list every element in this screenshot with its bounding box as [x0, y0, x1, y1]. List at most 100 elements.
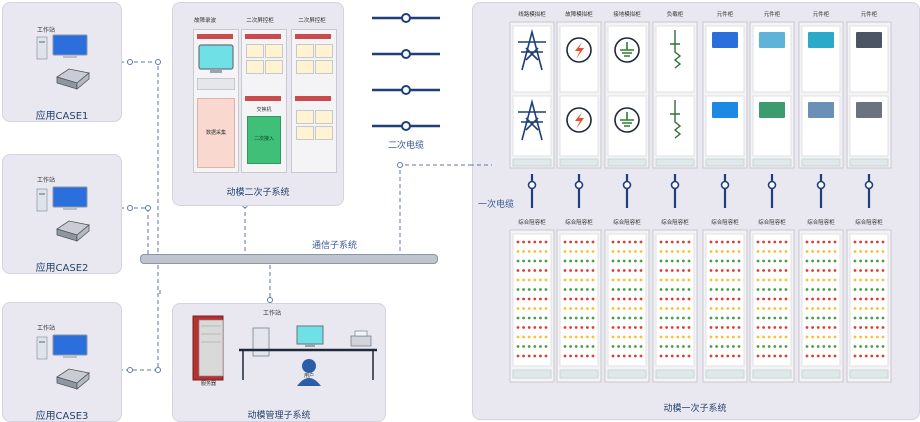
- case-panel-1[interactable]: 工作站 应用CASE1: [2, 2, 122, 122]
- indicator-light: [659, 269, 663, 272]
- indicator-light: [574, 278, 578, 282]
- indicator-light: [805, 288, 809, 291]
- indicator-light: [611, 240, 615, 244]
- indicator-light: [767, 326, 771, 329]
- indicator-light: [586, 240, 589, 244]
- secondary-control-cabinet[interactable]: [291, 29, 337, 173]
- indicator-light: [622, 297, 626, 301]
- case-panel-3[interactable]: 工作站 应用CASE3: [2, 302, 122, 422]
- indicator-light: [586, 278, 589, 282]
- indicator-light: [586, 259, 589, 263]
- indicator-light: [569, 269, 572, 272]
- indicator-light: [726, 316, 730, 320]
- indicator-light: [767, 278, 771, 282]
- indicator-light: [628, 335, 632, 339]
- cabinet-label: 故障模拟柜: [565, 12, 593, 18]
- indicator-light: [870, 326, 874, 329]
- indicator-light: [762, 259, 765, 263]
- indicator-light: [876, 269, 879, 272]
- indicator-light: [737, 288, 741, 291]
- indicator-light: [628, 278, 632, 282]
- indicator-light: [833, 278, 837, 282]
- indicator-light: [737, 240, 741, 244]
- keyboard-tray: [197, 78, 235, 90]
- indicator-light: [533, 326, 537, 329]
- component-image: [759, 102, 785, 118]
- indicator-light: [870, 240, 874, 244]
- indicator-light: [779, 335, 782, 339]
- indicator-light: [726, 250, 730, 253]
- indicator-light: [533, 278, 537, 282]
- indicator-light: [527, 316, 531, 320]
- indicator-light: [726, 269, 730, 272]
- indicator-light: [726, 240, 730, 244]
- indicator-light: [563, 326, 567, 329]
- indicator-light: [580, 297, 584, 301]
- indicator-light: [784, 288, 788, 291]
- indicator-light: [720, 250, 724, 253]
- cabinet-base: [752, 158, 792, 167]
- indicator-light: [676, 307, 680, 310]
- workstation-label: 工作站: [37, 27, 56, 34]
- indicator-light: [574, 345, 578, 348]
- indicator-light: [634, 250, 637, 253]
- indicator-light: [732, 259, 735, 263]
- indicator-light: [659, 297, 663, 301]
- indicator-light: [687, 297, 691, 301]
- indicator-light: [833, 269, 837, 272]
- indicator-light: [569, 240, 572, 244]
- indicator-light: [580, 326, 584, 329]
- fault-recorder-cabinet[interactable]: 数据采集: [193, 29, 239, 173]
- indicator-light: [773, 345, 777, 348]
- indicator-light: [563, 288, 567, 291]
- indicator-light: [634, 345, 637, 348]
- indicator-light: [833, 316, 837, 320]
- secondary-subsystem-panel[interactable]: 故障录波 二次屏控柜 二次屏控柜 数据采集 交换机 二次接入: [172, 2, 344, 206]
- indicator-light: [544, 297, 548, 301]
- indicator-light: [617, 240, 620, 244]
- indicator-light: [811, 250, 814, 253]
- indicator-light: [816, 269, 820, 272]
- indicator-light: [767, 335, 771, 339]
- indicator-light: [756, 345, 760, 348]
- cable-node: [527, 180, 537, 190]
- indicator-light: [876, 297, 879, 301]
- management-subsystem-panel[interactable]: 工作站 服务器 用户 动模管理子系统: [172, 303, 386, 422]
- indicator-light: [639, 335, 643, 339]
- indicator-light: [828, 259, 831, 263]
- indicator-light: [527, 345, 531, 348]
- indicator-light: [737, 269, 741, 272]
- secondary-control-cabinet[interactable]: 交换机 二次接入: [241, 29, 287, 173]
- indicator-light: [828, 354, 831, 358]
- indicator-light: [822, 269, 826, 272]
- indicator-light: [617, 288, 620, 291]
- indicator-light: [659, 316, 663, 320]
- indicator-light: [762, 240, 765, 244]
- case-title: 应用CASE1: [35, 111, 89, 122]
- indicator-light: [779, 259, 782, 263]
- case-panel-2[interactable]: 工作站 应用CASE2: [2, 154, 122, 274]
- indicator-light: [715, 307, 718, 310]
- indicator-light: [811, 278, 814, 282]
- indicator-light: [574, 307, 578, 310]
- cabinet-base: [849, 158, 889, 167]
- indicator-light: [715, 297, 718, 301]
- cable-node: [670, 180, 680, 190]
- communication-bus[interactable]: [140, 254, 438, 264]
- indicator-light: [828, 335, 831, 339]
- indicator-light: [732, 288, 735, 291]
- indicator-light: [773, 288, 777, 291]
- indicator-light: [639, 288, 643, 291]
- transmission-tower-icon: [518, 98, 546, 141]
- cabinet-base: [607, 158, 647, 167]
- indicator-light: [773, 240, 777, 244]
- indicator-light: [580, 240, 584, 244]
- indicator-light: [639, 259, 643, 263]
- indicator-light: [881, 345, 885, 348]
- indicator-light: [670, 259, 674, 263]
- indicator-light: [756, 316, 760, 320]
- indicator-light: [816, 250, 820, 253]
- indicator-light: [709, 354, 713, 358]
- indicator-light: [670, 326, 674, 329]
- indicator-light: [687, 326, 691, 329]
